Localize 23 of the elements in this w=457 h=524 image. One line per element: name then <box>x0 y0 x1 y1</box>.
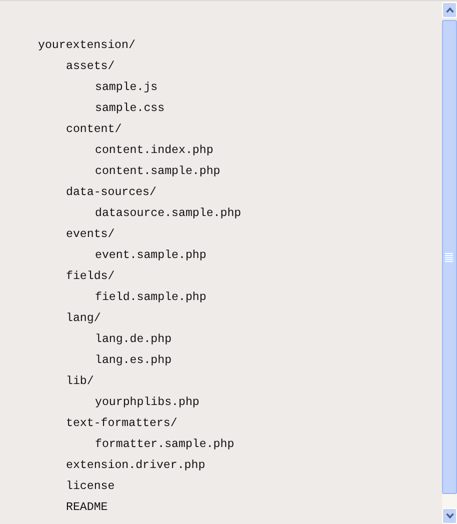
file-name: lang.es.php <box>95 353 172 369</box>
folder-name: assets/ <box>66 59 115 75</box>
file-name: yourphplibs.php <box>95 395 200 411</box>
file-name: event.sample.php <box>95 248 206 264</box>
folder-name: events/ <box>66 227 115 243</box>
folder-name: data-sources/ <box>66 185 156 201</box>
file-name: content.sample.php <box>95 164 220 180</box>
file-name: extension.driver.php <box>66 458 206 474</box>
file-name: formatter.sample.php <box>95 437 234 453</box>
folder-name: content/ <box>66 122 122 138</box>
file-name: README <box>66 500 108 516</box>
file-name: sample.js <box>95 80 158 96</box>
file-name: sample.css <box>95 101 165 117</box>
folder-name: text-formatters/ <box>66 416 178 432</box>
folder-name: lang/ <box>66 311 101 327</box>
file-name: content.index.php <box>95 143 214 159</box>
folder-name: lib/ <box>66 374 94 390</box>
file-name: field.sample.php <box>95 290 206 306</box>
folder-name: yourextension/ <box>38 38 136 54</box>
file-name: license <box>66 479 115 495</box>
file-name: lang.de.php <box>95 332 172 348</box>
file-name: datasource.sample.php <box>95 206 242 222</box>
folder-name: fields/ <box>66 269 115 285</box>
